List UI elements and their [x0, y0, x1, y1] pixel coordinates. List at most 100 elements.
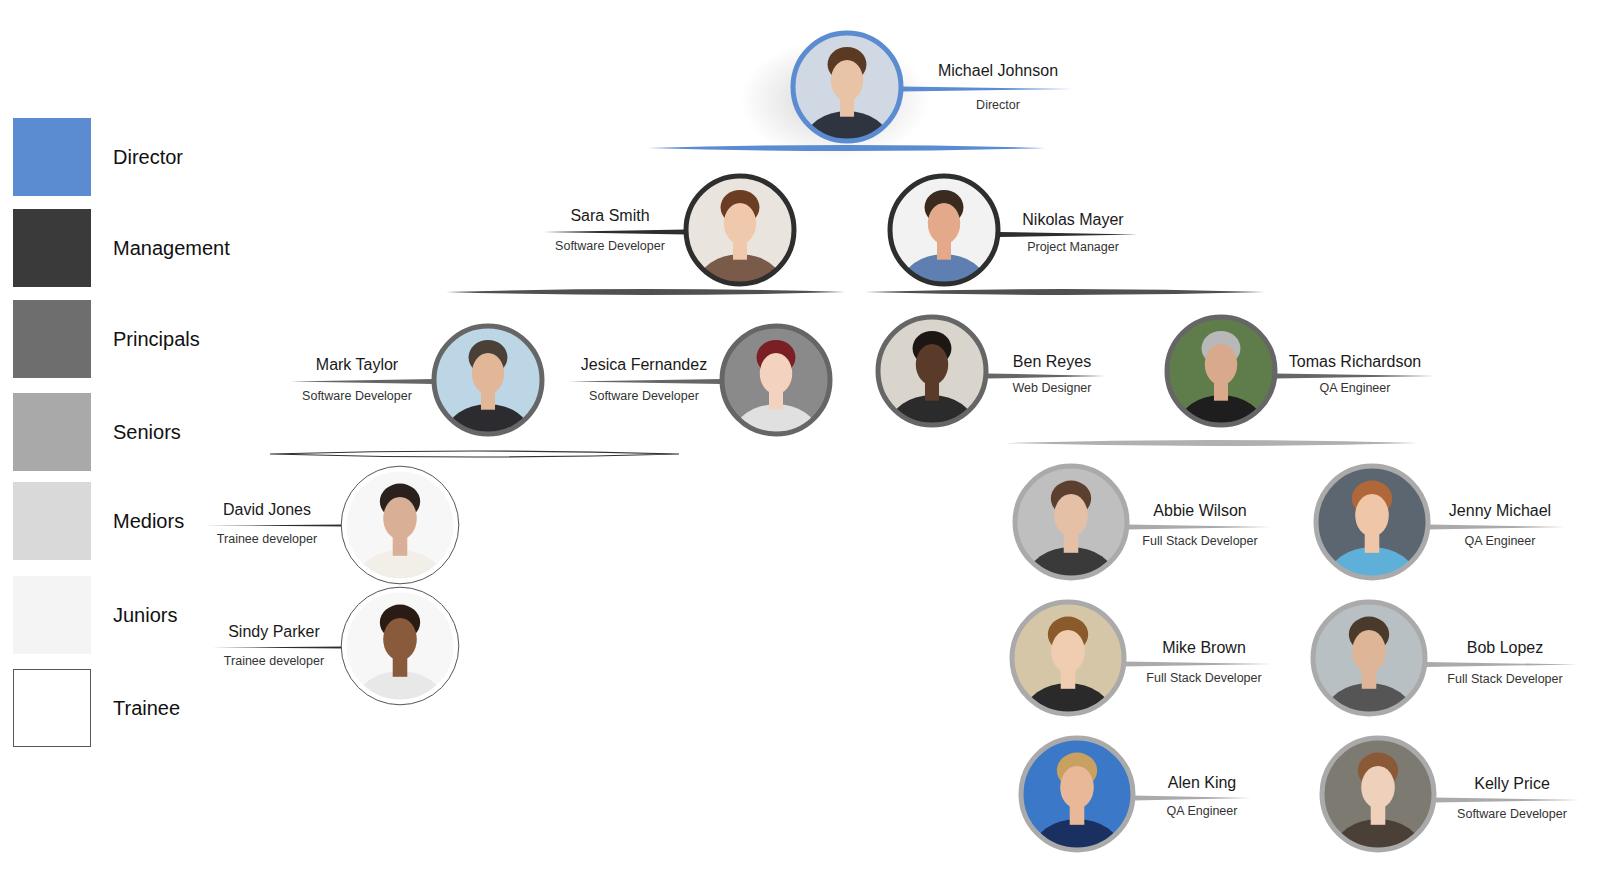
- legend-swatch: [13, 300, 91, 378]
- job-title: Full Stack Developer: [1142, 534, 1257, 548]
- person-name: Kelly Price: [1474, 775, 1550, 793]
- person-node: Bob LopezFull Stack Developer: [1309, 598, 1563, 718]
- portrait-figure: [789, 29, 905, 145]
- portrait: [1312, 462, 1432, 582]
- legend-label: Mediors: [113, 510, 184, 533]
- portrait: [1008, 598, 1128, 718]
- person-node: Michael JohnsonDirector: [789, 29, 1058, 145]
- portrait-ring: [1316, 466, 1428, 578]
- job-title: Trainee developer: [217, 532, 317, 546]
- portrait-ring: [1012, 602, 1124, 714]
- leader-line: [1428, 524, 1565, 529]
- portrait: [682, 172, 798, 288]
- person-name: David Jones: [223, 501, 311, 519]
- person-node: Alen KingQA Engineer: [1017, 734, 1237, 854]
- person-name: Jenny Michael: [1449, 502, 1551, 520]
- portrait-figure: [1312, 462, 1432, 582]
- person-node: Nikolas MayerProject Manager: [886, 172, 1124, 288]
- portrait-figure: [874, 313, 990, 429]
- level-bar: [270, 451, 679, 457]
- leader-line: [290, 379, 434, 384]
- portrait: [340, 586, 460, 706]
- portrait-figure: [682, 172, 798, 288]
- portrait-ring: [1313, 602, 1425, 714]
- portrait: [1011, 462, 1131, 582]
- portrait: [340, 465, 460, 585]
- portrait-ring: [434, 326, 542, 434]
- job-title: Full Stack Developer: [1146, 671, 1261, 685]
- job-title: Software Developer: [1457, 807, 1567, 821]
- leader-line: [1127, 524, 1272, 529]
- job-title: Software Developer: [589, 389, 699, 403]
- portrait-figure: [1017, 734, 1137, 854]
- person-node: Mike BrownFull Stack Developer: [1008, 598, 1262, 718]
- person-node: Kelly PriceSoftware Developer: [1318, 734, 1567, 854]
- job-title: Director: [976, 98, 1020, 112]
- portrait-ring: [1015, 466, 1127, 578]
- portrait-figure: [340, 465, 460, 585]
- job-title: Project Manager: [1027, 240, 1119, 254]
- person-node: Abbie WilsonFull Stack Developer: [1011, 462, 1258, 582]
- job-title: QA Engineer: [1320, 381, 1391, 395]
- person-node: Jesica FernandezSoftware Developer: [581, 322, 834, 438]
- person-name: Bob Lopez: [1467, 639, 1544, 657]
- portrait: [874, 313, 990, 429]
- level-bar: [648, 145, 1046, 151]
- leader-line: [1275, 373, 1435, 378]
- legend-swatch: [13, 118, 91, 196]
- legend-swatch: [13, 669, 91, 747]
- portrait-ring: [344, 590, 456, 702]
- leader-line: [998, 232, 1138, 237]
- job-title: Software Developer: [555, 239, 665, 253]
- person-node: Tomas Richardson QA Engineer: [1163, 313, 1421, 429]
- leader-line: [1425, 662, 1577, 667]
- person-name: Sindy Parker: [228, 623, 320, 641]
- portrait: [718, 322, 834, 438]
- portrait-figure: [430, 322, 546, 438]
- portrait-ring: [890, 176, 998, 284]
- portrait-ring: [1322, 738, 1434, 850]
- portrait-ring: [686, 176, 794, 284]
- portrait: [789, 29, 905, 145]
- level-bar: [446, 289, 845, 295]
- leader-line: [543, 229, 686, 234]
- leader-line: [569, 379, 722, 384]
- person-name: Tomas Richardson: [1289, 353, 1422, 371]
- portrait: [886, 172, 1002, 288]
- portrait: [1309, 598, 1429, 718]
- person-node: Jenny Michael QA Engineer: [1312, 462, 1551, 582]
- person-node: Sara SmithSoftware Developer: [555, 172, 798, 288]
- job-title: Web Designer: [1013, 381, 1092, 395]
- person-name: Ben Reyes: [1013, 353, 1091, 371]
- leader-line: [1133, 795, 1251, 800]
- leader-line: [212, 647, 344, 649]
- person-name: Sara Smith: [570, 207, 649, 225]
- portrait-ring: [1021, 738, 1133, 850]
- job-title: Trainee developer: [224, 654, 324, 668]
- person-name: Abbie Wilson: [1153, 502, 1246, 520]
- portrait-ring: [793, 33, 901, 141]
- level-bar: [865, 289, 1265, 295]
- person-name: Jesica Fernandez: [581, 356, 707, 374]
- person-name: Mike Brown: [1162, 639, 1246, 657]
- level-bar: [1005, 440, 1418, 446]
- legend-swatch: [13, 393, 91, 471]
- person-node: Ben ReyesWeb Designer: [874, 313, 1091, 429]
- portrait-ring: [344, 469, 456, 581]
- legend-label: Principals: [113, 328, 200, 351]
- legend-swatch: [13, 209, 91, 287]
- portrait-ring: [341, 466, 459, 584]
- legend-label: Juniors: [113, 604, 177, 627]
- leader-line: [1434, 797, 1581, 802]
- person-node: David JonesTrainee developer: [217, 465, 460, 585]
- portrait-figure: [1011, 462, 1131, 582]
- portrait-ring: [341, 587, 459, 705]
- portrait-figure: [340, 586, 460, 706]
- job-title: QA Engineer: [1465, 534, 1536, 548]
- portrait-figure: [718, 322, 834, 438]
- legend-swatch: [13, 576, 91, 654]
- person-node: Sindy ParkerTrainee developer: [224, 586, 460, 706]
- legend-label: Management: [113, 237, 230, 260]
- portrait: [430, 322, 546, 438]
